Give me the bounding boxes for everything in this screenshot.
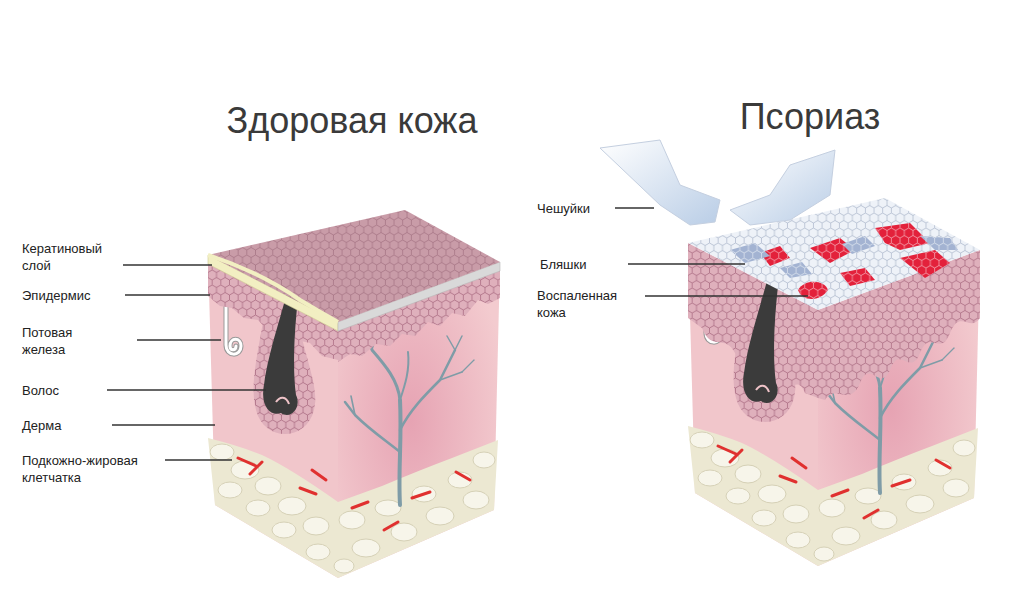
leader-line xyxy=(112,424,215,426)
leader-line xyxy=(137,339,221,341)
part-label: Кератиновый слой xyxy=(22,240,122,274)
part-label: Воспаленная кожа xyxy=(537,287,647,321)
leader-line xyxy=(628,263,745,265)
healthy-skin-block xyxy=(208,210,500,578)
leader-line xyxy=(107,389,266,391)
part-label: Чешуйки xyxy=(537,200,590,217)
part-label: Эпидермис xyxy=(22,287,90,304)
part-label: Потовая железа xyxy=(22,324,102,358)
leader-line xyxy=(123,264,212,266)
part-label: Подкожно-жировая клетчатка xyxy=(22,452,172,486)
leader-line xyxy=(645,295,808,297)
leader-line xyxy=(125,294,210,296)
leader-line xyxy=(165,459,232,461)
part-label: Дерма xyxy=(22,417,61,434)
leader-line xyxy=(615,207,654,209)
diagram-title: Здоровая кожа xyxy=(227,100,478,142)
psoriasis-skin-block xyxy=(688,198,980,566)
part-label: Бляшки xyxy=(540,256,586,273)
part-label: Волос xyxy=(22,382,59,399)
skin-flakes xyxy=(600,140,835,225)
diagram-title: Псориаз xyxy=(740,96,881,138)
